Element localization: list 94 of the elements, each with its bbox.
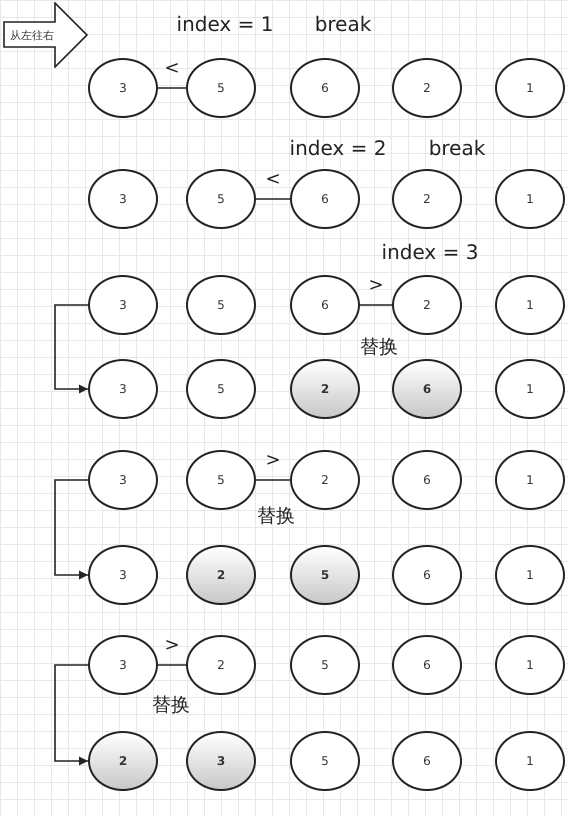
connector-line — [360, 304, 392, 306]
edge-label: > — [265, 450, 281, 470]
number-ellipse — [186, 275, 256, 335]
swapped-ellipse — [290, 359, 360, 419]
number-ellipse — [495, 169, 565, 229]
node-number: 6 — [321, 192, 329, 206]
node-number: 3 — [119, 382, 127, 396]
node-number: 3 — [119, 298, 127, 312]
swapped-ellipse — [392, 359, 462, 419]
number-ellipse — [495, 450, 565, 510]
number-ellipse — [290, 58, 360, 118]
node-number: 5 — [217, 298, 225, 312]
annotation-text: break — [314, 12, 372, 36]
node-number: 6 — [321, 298, 329, 312]
node-number: 2 — [321, 473, 329, 487]
number-ellipse — [392, 450, 462, 510]
annotation-text: index = 1 — [176, 12, 274, 36]
elbow-arrow — [54, 479, 88, 580]
node-number: 1 — [526, 754, 534, 768]
number-ellipse — [290, 731, 360, 791]
annotation-text: 替换 — [152, 693, 190, 718]
edge-label: > — [368, 274, 384, 296]
number-ellipse — [186, 450, 256, 510]
number-ellipse — [392, 58, 462, 118]
connector-line — [158, 87, 186, 89]
elbow-arrow — [54, 664, 88, 766]
node-number: 6 — [423, 658, 431, 672]
node-number: 1 — [526, 473, 534, 487]
node-number: 3 — [119, 81, 127, 95]
annotation-text: index = 3 — [382, 240, 478, 264]
node-number: 3 — [119, 473, 127, 487]
number-ellipse — [495, 545, 565, 605]
arrow-text: 从左往右 — [10, 28, 54, 42]
connector-line — [256, 198, 290, 200]
annotation-text: 替换 — [257, 504, 295, 529]
node-number: 6 — [423, 473, 431, 487]
node-number: 6 — [321, 81, 329, 95]
node-number: 2 — [423, 81, 431, 95]
edge-label: > — [164, 634, 180, 656]
number-ellipse — [392, 731, 462, 791]
node-number: 3 — [119, 192, 127, 206]
number-ellipse — [186, 635, 256, 695]
connector-line — [158, 664, 186, 666]
node-number: 2 — [216, 568, 226, 582]
node-number: 2 — [423, 192, 431, 206]
number-ellipse — [290, 169, 360, 229]
swapped-ellipse — [186, 545, 256, 605]
number-ellipse — [495, 635, 565, 695]
node-number: 2 — [217, 658, 225, 672]
number-ellipse — [392, 545, 462, 605]
number-ellipse — [495, 731, 565, 791]
node-number: 5 — [321, 754, 329, 768]
swapped-ellipse — [290, 545, 360, 605]
node-number: 6 — [423, 754, 431, 768]
annotation-text: break — [428, 136, 486, 160]
number-ellipse — [186, 359, 256, 419]
node-number: 5 — [217, 382, 225, 396]
block-arrow — [3, 2, 89, 68]
node-number: 1 — [526, 658, 534, 672]
node-number: 6 — [422, 382, 432, 396]
number-ellipse — [392, 635, 462, 695]
node-number: 6 — [423, 568, 431, 582]
annotation-text: index = 2 — [290, 136, 386, 160]
node-number: 5 — [320, 568, 330, 582]
node-number: 3 — [216, 754, 226, 768]
number-ellipse — [186, 169, 256, 229]
node-number: 3 — [119, 658, 127, 672]
elbow-arrow — [54, 304, 88, 394]
node-number: 1 — [526, 81, 534, 95]
number-ellipse — [392, 275, 462, 335]
node-number: 5 — [217, 192, 225, 206]
number-ellipse — [186, 58, 256, 118]
number-ellipse — [495, 359, 565, 419]
annotation-text: 替换 — [360, 335, 398, 360]
connector-line — [256, 479, 290, 481]
number-ellipse — [290, 635, 360, 695]
node-number: 1 — [526, 382, 534, 396]
node-number: 1 — [526, 298, 534, 312]
number-ellipse — [495, 275, 565, 335]
node-number: 5 — [217, 81, 225, 95]
node-number: 1 — [526, 568, 534, 582]
node-number: 2 — [118, 754, 128, 768]
node-number: 2 — [423, 298, 431, 312]
node-number: 5 — [321, 658, 329, 672]
node-number: 2 — [320, 382, 330, 396]
node-number: 1 — [526, 192, 534, 206]
node-number: 3 — [119, 568, 127, 582]
number-ellipse — [392, 169, 462, 229]
node-number: 5 — [217, 473, 225, 487]
edge-label: < — [164, 58, 180, 78]
number-ellipse — [495, 58, 565, 118]
edge-label: < — [265, 168, 281, 190]
number-ellipse — [290, 275, 360, 335]
swapped-ellipse — [186, 731, 256, 791]
